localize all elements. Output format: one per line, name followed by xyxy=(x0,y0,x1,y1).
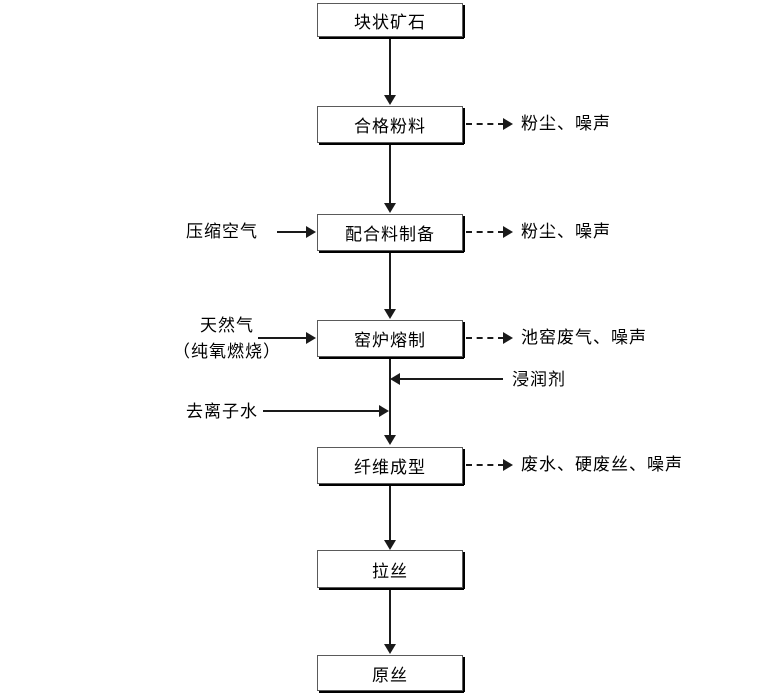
process-box-qualified-powder[interactable]: 合格粉料 xyxy=(317,106,465,145)
connector-arrowhead-6 xyxy=(384,644,396,654)
emission-dashed-line-3 xyxy=(466,337,504,339)
process-box-block-ore[interactable]: 块状矿石 xyxy=(317,3,465,39)
input-label-natural-gas: 天然气 （纯氧燃烧） xyxy=(172,313,282,365)
input-line-deionized-water-2 xyxy=(300,410,385,412)
emission-arrowhead-4 xyxy=(503,459,513,471)
input-label-deionized-water: 去离子水 xyxy=(186,402,258,422)
input-line-sizing-agent xyxy=(399,378,503,380)
input-label-natural-gas-line1: 天然气 xyxy=(200,316,254,336)
input-arrowhead-sizing-agent xyxy=(390,373,400,385)
process-box-label: 块状矿石 xyxy=(354,12,426,33)
input-label-sizing-agent: 浸润剂 xyxy=(512,370,566,390)
connector-arrowhead-3 xyxy=(384,309,396,319)
input-arrowhead-natural-gas xyxy=(306,332,316,344)
process-box-label: 配合料制备 xyxy=(345,225,435,245)
input-line-compressed-air xyxy=(277,231,309,233)
connector-line-6 xyxy=(389,590,391,646)
input-label-natural-gas-line2: （纯氧燃烧） xyxy=(173,342,281,362)
emission-dashed-line-2 xyxy=(466,231,504,233)
connector-arrowhead-5 xyxy=(384,540,396,550)
emission-dashed-line-4 xyxy=(466,464,504,466)
process-box-drawing[interactable]: 拉丝 xyxy=(317,550,465,590)
emission-label-dust-noise-1: 粉尘、噪声 xyxy=(521,114,611,134)
input-line-natural-gas xyxy=(258,337,309,339)
process-box-furnace-melting[interactable]: 窑炉熔制 xyxy=(317,320,465,359)
input-label-compressed-air: 压缩空气 xyxy=(186,222,258,242)
emission-arrowhead-3 xyxy=(503,332,513,344)
process-box-raw-yarn[interactable]: 原丝 xyxy=(317,655,465,693)
connector-line-3 xyxy=(389,253,391,311)
emission-arrowhead-2 xyxy=(503,226,513,238)
process-box-label: 拉丝 xyxy=(372,561,408,582)
process-box-batch-preparation[interactable]: 配合料制备 xyxy=(317,214,465,253)
emission-label-dust-noise-2: 粉尘、噪声 xyxy=(521,222,611,242)
input-line-deionized-water xyxy=(263,410,309,412)
connector-line-1 xyxy=(389,39,391,97)
emission-label-furnace-gas-noise: 池窑废气、噪声 xyxy=(521,328,647,348)
connector-arrowhead-1 xyxy=(384,95,396,105)
input-arrowhead-compressed-air xyxy=(306,226,316,238)
process-box-fiber-forming[interactable]: 纤维成型 xyxy=(317,447,465,486)
process-box-label: 纤维成型 xyxy=(354,458,426,478)
connector-arrowhead-4 xyxy=(384,435,396,445)
connector-line-4 xyxy=(389,359,391,437)
connector-line-2 xyxy=(389,145,391,205)
input-arrowhead-deionized-water xyxy=(379,405,389,417)
emission-label-wastewater-waste-noise: 废水、硬废丝、噪声 xyxy=(521,455,683,475)
process-box-label: 窑炉熔制 xyxy=(354,331,426,351)
emission-arrowhead-1 xyxy=(503,118,513,130)
emission-dashed-line-1 xyxy=(466,123,504,125)
connector-arrowhead-2 xyxy=(384,203,396,213)
process-box-label: 原丝 xyxy=(372,665,408,686)
process-box-label: 合格粉料 xyxy=(354,117,426,137)
connector-line-5 xyxy=(389,486,391,542)
